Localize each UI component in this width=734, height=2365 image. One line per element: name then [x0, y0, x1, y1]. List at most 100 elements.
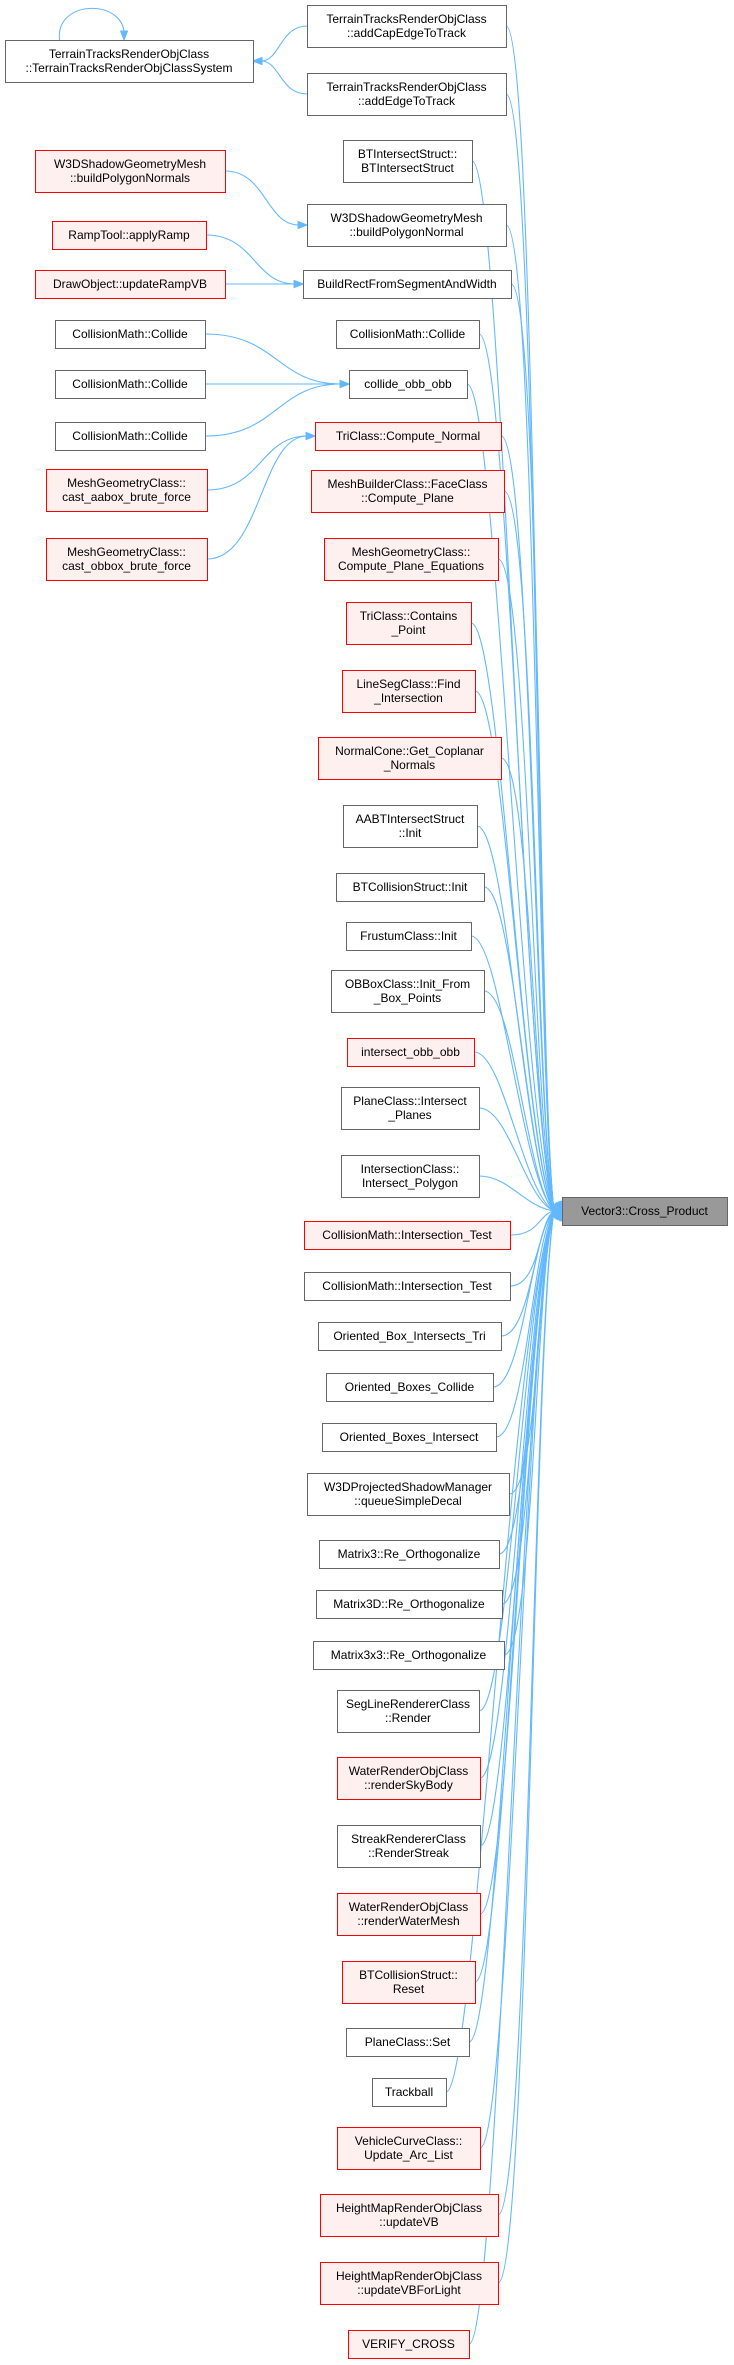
- graph-node[interactable]: TerrainTracksRenderObjClass::addCapEdgeT…: [307, 5, 507, 48]
- edge-line: [260, 25, 308, 62]
- node-label: Reset: [393, 1982, 425, 1996]
- node-label: AABTIntersectStruct: [356, 812, 465, 826]
- graph-node[interactable]: FrustumClass::Init: [346, 922, 472, 951]
- node-label: _Planes: [387, 1108, 431, 1122]
- graph-node[interactable]: intersect_obb_obb: [347, 1038, 475, 1067]
- node-label: BTIntersectStruct: [361, 161, 454, 175]
- graph-node[interactable]: W3DShadowGeometryMesh::buildPolygonNorma…: [35, 150, 226, 193]
- node-label: BTCollisionStruct::Init: [353, 880, 468, 894]
- graph-node[interactable]: StreakRendererClass::RenderStreak: [337, 1825, 481, 1868]
- node-label: BuildRectFromSegmentAndWidth: [317, 277, 496, 291]
- node-box: [307, 204, 507, 247]
- node-box: [347, 1038, 475, 1067]
- graph-node[interactable]: Matrix3::Re_Orthogonalize: [319, 1540, 500, 1569]
- graph-node[interactable]: RampTool::applyRamp: [52, 221, 207, 250]
- graph-node[interactable]: SegLineRendererClass::Render: [337, 1690, 480, 1733]
- graph-node[interactable]: MeshGeometryClass::Compute_Plane_Equatio…: [324, 538, 499, 581]
- node-box: [372, 2078, 447, 2107]
- graph-node[interactable]: VERIFY_CROSS: [348, 2330, 470, 2359]
- graph-node[interactable]: W3DProjectedShadowManager::queueSimpleDe…: [307, 1473, 510, 1516]
- graph-node[interactable]: WaterRenderObjClass::renderSkyBody: [337, 1757, 481, 1800]
- graph-node[interactable]: TerrainTracksRenderObjClass::TerrainTrac…: [5, 40, 254, 83]
- node-label: Oriented_Box_Intersects_Tri: [333, 1329, 485, 1343]
- node-box: [337, 1757, 481, 1800]
- node-box: [324, 538, 499, 581]
- graph-node[interactable]: WaterRenderObjClass::renderWaterMesh: [337, 1893, 481, 1936]
- graph-node[interactable]: CollisionMath::Collide: [55, 320, 206, 349]
- graph-node[interactable]: PlaneClass::Set: [346, 2028, 470, 2057]
- node-label: TriClass::Compute_Normal: [336, 429, 480, 443]
- graph-node[interactable]: PlaneClass::Intersect_Planes: [341, 1087, 480, 1130]
- graph-node[interactable]: VehicleCurveClass::Update_Arc_List: [337, 2127, 481, 2170]
- edge-line: [473, 1051, 555, 1212]
- node-label: ::Render: [385, 1711, 431, 1725]
- node-label: _Point: [390, 623, 426, 637]
- edge-line: [483, 990, 555, 1212]
- graph-node[interactable]: DrawObject::updateRampVB: [35, 270, 226, 299]
- graph-node[interactable]: LineSegClass::Find_Intersection: [342, 670, 476, 713]
- node-box: [320, 2262, 499, 2305]
- node-label: IntersectionClass::: [361, 1162, 460, 1176]
- graph-edge: [204, 379, 351, 437]
- node-box: [55, 320, 206, 349]
- node-label: ::addEdgeToTrack: [358, 94, 456, 108]
- graph-node[interactable]: IntersectionClass::Intersect_Polygon: [341, 1155, 480, 1198]
- graph-node[interactable]: BTCollisionStruct::Init: [336, 873, 485, 902]
- graph-node[interactable]: CollisionMath::Intersection_Test: [304, 1272, 511, 1301]
- graph-node[interactable]: CollisionMath::Collide: [336, 320, 480, 349]
- graph-node[interactable]: Oriented_Boxes_Collide: [326, 1373, 494, 1402]
- node-box: [336, 320, 480, 349]
- graph-node[interactable]: BuildRectFromSegmentAndWidth: [303, 270, 512, 299]
- graph-node[interactable]: MeshGeometryClass::cast_obbox_brute_forc…: [46, 538, 208, 581]
- node-label: StreakRendererClass: [351, 1832, 466, 1846]
- node-label: ::buildPolygonNormals: [70, 171, 190, 185]
- graph-node[interactable]: AABTIntersectStruct::Init: [343, 805, 478, 848]
- node-label: CollisionMath::Collide: [72, 429, 188, 443]
- edge-arrowhead: [297, 220, 309, 230]
- node-label: CollisionMath::Collide: [72, 377, 188, 391]
- graph-node[interactable]: collide_obb_obb: [349, 370, 468, 399]
- node-box: [343, 140, 473, 183]
- node-box: [307, 73, 507, 116]
- graph-node[interactable]: HeightMapRenderObjClass::updateVB: [320, 2194, 499, 2237]
- node-box: [336, 873, 485, 902]
- node-label: CollisionMath::Intersection_Test: [322, 1228, 492, 1242]
- graph-node[interactable]: TriClass::Contains_Point: [346, 602, 472, 645]
- node-box: [55, 370, 206, 399]
- node-box: [55, 422, 206, 451]
- graph-node[interactable]: HeightMapRenderObjClass::updateVBForLigh…: [320, 2262, 499, 2305]
- node-label: ::updateVBForLight: [357, 2283, 461, 2297]
- graph-node[interactable]: Matrix3x3::Re_Orthogonalize: [313, 1641, 505, 1670]
- node-label: MeshGeometryClass::: [352, 545, 471, 559]
- graph-node[interactable]: Trackball: [372, 2078, 447, 2107]
- node-box: [315, 422, 502, 451]
- graph-node[interactable]: Oriented_Box_Intersects_Tri: [318, 1322, 502, 1351]
- edge-line: [479, 1210, 555, 2149]
- node-label: CollisionMath::Collide: [72, 327, 188, 341]
- node-label: VehicleCurveClass::: [355, 2134, 462, 2148]
- graph-node[interactable]: CollisionMath::Intersection_Test: [304, 1221, 511, 1250]
- node-box: [349, 370, 468, 399]
- graph-node[interactable]: OBBoxClass::Init_From_Box_Points: [331, 970, 485, 1013]
- node-box: [311, 470, 505, 513]
- graph-node[interactable]: TerrainTracksRenderObjClass::addEdgeToTr…: [307, 73, 507, 116]
- node-box: [341, 1155, 480, 1198]
- node-box: [342, 670, 476, 713]
- graph-node[interactable]: Oriented_Boxes_Intersect: [322, 1423, 497, 1452]
- graph-node[interactable]: Vector3::Cross_Product: [562, 1197, 728, 1226]
- graph-node[interactable]: MeshBuilderClass::FaceClass::Compute_Pla…: [311, 470, 505, 513]
- node-label: ::Compute_Plane: [361, 491, 454, 505]
- graph-node[interactable]: BTIntersectStruct::BTIntersectStruct: [343, 140, 473, 183]
- node-box: [319, 1540, 500, 1569]
- graph-node[interactable]: MeshGeometryClass::cast_aabox_brute_forc…: [46, 469, 208, 512]
- graph-node[interactable]: W3DShadowGeometryMesh::buildPolygonNorma…: [307, 204, 507, 247]
- graph-node[interactable]: CollisionMath::Collide: [55, 370, 206, 399]
- node-label: PlaneClass::Intersect: [353, 1094, 467, 1108]
- graph-node[interactable]: TriClass::Compute_Normal: [315, 422, 502, 451]
- graph-node[interactable]: Matrix3D::Re_Orthogonalize: [316, 1590, 503, 1619]
- graph-node[interactable]: BTCollisionStruct::Reset: [342, 1961, 476, 2004]
- node-box: [5, 40, 254, 83]
- graph-node[interactable]: CollisionMath::Collide: [55, 422, 206, 451]
- edge-line: [478, 1175, 555, 1212]
- graph-node[interactable]: NormalCone::Get_Coplanar_Normals: [318, 737, 502, 780]
